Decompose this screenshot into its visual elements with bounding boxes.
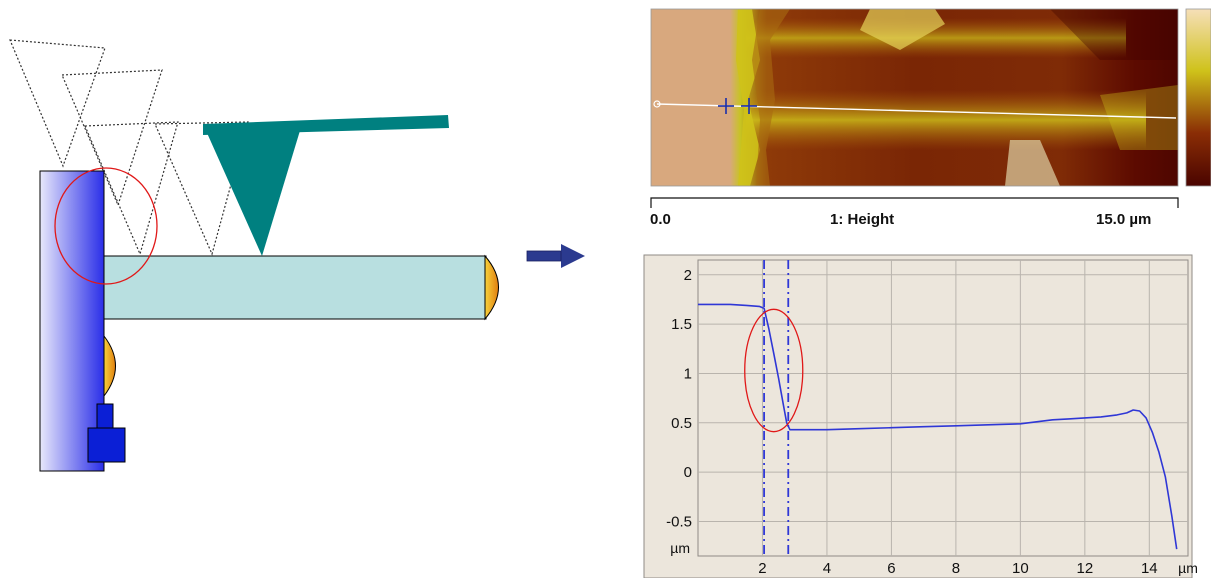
profile-line-start-marker[interactable]: [653, 100, 661, 108]
y-axis-unit-label: µm: [670, 540, 690, 556]
tip-trace-outline: [84, 121, 179, 256]
connector-large-block: [87, 427, 126, 463]
sample-bar: [103, 255, 487, 320]
x-tick-label: 10: [1012, 560, 1029, 577]
x-tick-label: 6: [887, 560, 895, 577]
tip-trace-outline: [154, 121, 249, 256]
y-tick-label: 0.5: [671, 415, 692, 432]
x-tick-label: 4: [823, 560, 831, 577]
afm-height-image: [650, 8, 1211, 208]
highlight-layer: [744, 308, 804, 433]
plot-area: [697, 259, 1189, 557]
connector-small-block: [96, 403, 114, 429]
color-scale-bar: [1185, 8, 1211, 187]
axis-ticks: 2 4 6 8 10 12 14 2 1.5 1 0.5 0 -0.5 µm µm: [666, 267, 1198, 577]
x-tick-label: 8: [952, 560, 960, 577]
step-highlight-ellipse: [744, 308, 804, 433]
y-tick-label: 2: [684, 267, 692, 284]
tip-trace-outline: [61, 69, 163, 207]
wall-edge-highlight: [54, 167, 158, 285]
cursor-lines[interactable]: [763, 260, 790, 556]
scan-scale-end: 15.0 µm: [1096, 211, 1152, 228]
y-tick-label: 1.5: [671, 316, 692, 333]
grid: [698, 260, 1188, 556]
sample-end-cap: [484, 254, 499, 321]
channel-label: 1: Height: [830, 211, 895, 228]
tip-trace-outlines: [9, 39, 249, 256]
x-tick-label: 12: [1076, 560, 1093, 577]
profile-cursor-markers[interactable]: [718, 98, 757, 114]
height-profile-line: [698, 303, 1178, 550]
x-tick-label: 2: [758, 560, 766, 577]
x-tick-label: 14: [1141, 560, 1158, 577]
right-arrow-icon: [526, 244, 585, 268]
wall-block: [39, 170, 105, 472]
cantilever-tip-icon: [203, 115, 449, 256]
series-layer: [698, 303, 1178, 550]
y-tick-label: -0.5: [666, 513, 692, 530]
y-tick-label: 0: [684, 464, 692, 481]
schematic-diagram: [9, 39, 499, 472]
scan-scale-ruler: [650, 197, 1179, 208]
height-profile-chart: 2 4 6 8 10 12 14 2 1.5 1 0.5 0 -0.5 µm µm: [643, 254, 1198, 578]
x-axis-unit-label: µm: [1178, 560, 1198, 576]
tip-trace-outline: [9, 39, 106, 168]
scan-scale-start: 0.0: [650, 211, 671, 228]
wall-bead: [103, 334, 116, 398]
y-tick-label: 1: [684, 365, 692, 382]
